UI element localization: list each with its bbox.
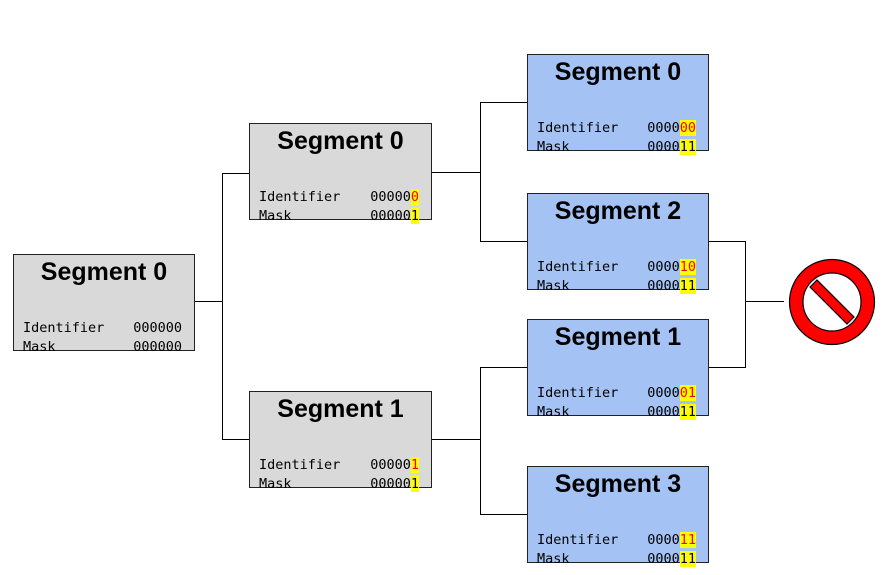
identifier-value: 000010 [647, 258, 696, 276]
identifier-value: 000000 [133, 319, 182, 337]
identifier-bits: 0000 [647, 120, 680, 136]
connector-l1-branch [222, 173, 249, 440]
mask-row: Mask 000011 [537, 550, 696, 568]
mask-value: 000011 [647, 403, 696, 421]
segment-title: Segment 1 [277, 395, 404, 423]
mask-value: 000011 [647, 138, 696, 156]
identifier-label: Identifier [259, 457, 341, 473]
identifier-highlight-bits: 1 [410, 457, 419, 473]
identifier-bits: 00000 [370, 457, 411, 473]
identifier-bits: 00000 [370, 189, 411, 205]
mask-highlight-bits: 11 [679, 551, 696, 567]
mask-row: Mask 000011 [537, 403, 696, 421]
segment-title: Segment 0 [554, 58, 682, 86]
mask-label: Mask [23, 339, 56, 355]
segment-title: Segment 3 [554, 470, 682, 498]
identifier-highlight-bits: 01 [679, 385, 696, 401]
mask-row: Mask 000011 [537, 138, 696, 156]
identifier-row: Identifier 000010 [537, 258, 696, 276]
identifier-row: Identifier 000000 [537, 119, 696, 137]
identifier-highlight-bits: 10 [679, 259, 696, 275]
mask-bits: 0000 [647, 551, 680, 567]
segment-title: Segment 0 [40, 258, 168, 286]
identifier-bits: 0000 [647, 532, 680, 548]
mask-value: 000011 [647, 550, 696, 568]
mask-bits: 0000 [647, 404, 680, 420]
identifier-row: Identifier 000011 [537, 531, 696, 549]
mask-row: Mask 000001 [259, 207, 419, 225]
segment-box-root: Segment 0 Identifier 000000 Mask 000000 [13, 254, 195, 355]
segment-box-l2-c: Segment 1 Identifier 000001 Mask 000011 [527, 319, 709, 420]
mask-bits: 00000 [370, 208, 411, 224]
identifier-label: Identifier [537, 532, 619, 548]
mask-row: Mask 000000 [23, 338, 182, 356]
mask-value: 000011 [647, 277, 696, 295]
mask-label: Mask [537, 551, 570, 567]
identifier-label: Identifier [537, 259, 619, 275]
mask-bits: 00000 [370, 476, 411, 492]
segment-title: Segment 1 [554, 323, 682, 351]
segment-box-l2-a: Segment 0 Identifier 000000 Mask 000011 [527, 54, 709, 155]
identifier-highlight-bits: 0 [410, 189, 419, 205]
mask-bits: 000000 [133, 339, 182, 355]
identifier-bits: 0000 [647, 259, 680, 275]
identifier-bits: 000000 [133, 320, 182, 336]
identifier-value: 000001 [647, 384, 696, 402]
segment-title: Segment 2 [554, 197, 682, 225]
identifier-highlight-bits: 11 [679, 532, 696, 548]
identifier-bits: 0000 [647, 385, 680, 401]
mask-highlight-bits: 11 [679, 139, 696, 155]
segment-box-l2-b: Segment 2 Identifier 000010 Mask 000011 [527, 193, 709, 294]
identifier-row: Identifier 000001 [537, 384, 696, 402]
identifier-value: 000011 [647, 531, 696, 549]
identifier-value: 000000 [370, 188, 419, 206]
mask-bits: 0000 [647, 278, 680, 294]
identifier-value: 000001 [370, 456, 419, 474]
mask-label: Mask [537, 139, 570, 155]
identifier-row: Identifier 000000 [259, 188, 419, 206]
mask-label: Mask [259, 476, 292, 492]
mask-label: Mask [537, 404, 570, 420]
mask-value: 000001 [370, 207, 419, 225]
mask-bits: 0000 [647, 139, 680, 155]
mask-highlight-bits: 11 [679, 404, 696, 420]
mask-highlight-bits: 1 [410, 476, 419, 492]
mask-highlight-bits: 11 [679, 278, 696, 294]
identifier-label: Identifier [537, 120, 619, 136]
segment-box-l1-bottom: Segment 1 Identifier 000001 Mask 000001 [249, 391, 432, 492]
connector-l1top-branch [480, 102, 527, 242]
identifier-label: Identifier [259, 189, 341, 205]
mask-label: Mask [259, 208, 292, 224]
identifier-value: 000000 [647, 119, 696, 137]
identifier-label: Identifier [23, 320, 105, 336]
mask-label: Mask [537, 278, 570, 294]
mask-row: Mask 000001 [259, 475, 419, 493]
identifier-highlight-bits: 00 [679, 120, 696, 136]
identifier-label: Identifier [537, 385, 619, 401]
mask-highlight-bits: 1 [410, 208, 419, 224]
identifier-row: Identifier 000000 [23, 319, 182, 337]
identifier-row: Identifier 000001 [259, 456, 419, 474]
segment-box-l2-d: Segment 3 Identifier 000011 Mask 000011 [527, 466, 709, 567]
segment-title: Segment 0 [277, 127, 404, 155]
no-entry-prohibited-icon [788, 258, 876, 346]
mask-row: Mask 000011 [537, 277, 696, 295]
connector-conflict-branch [709, 241, 746, 368]
mask-value: 000001 [370, 475, 419, 493]
mask-value: 000000 [133, 338, 182, 356]
connector-l1bottom-branch [480, 367, 527, 515]
segment-box-l1-top: Segment 0 Identifier 000000 Mask 000001 [249, 123, 432, 224]
